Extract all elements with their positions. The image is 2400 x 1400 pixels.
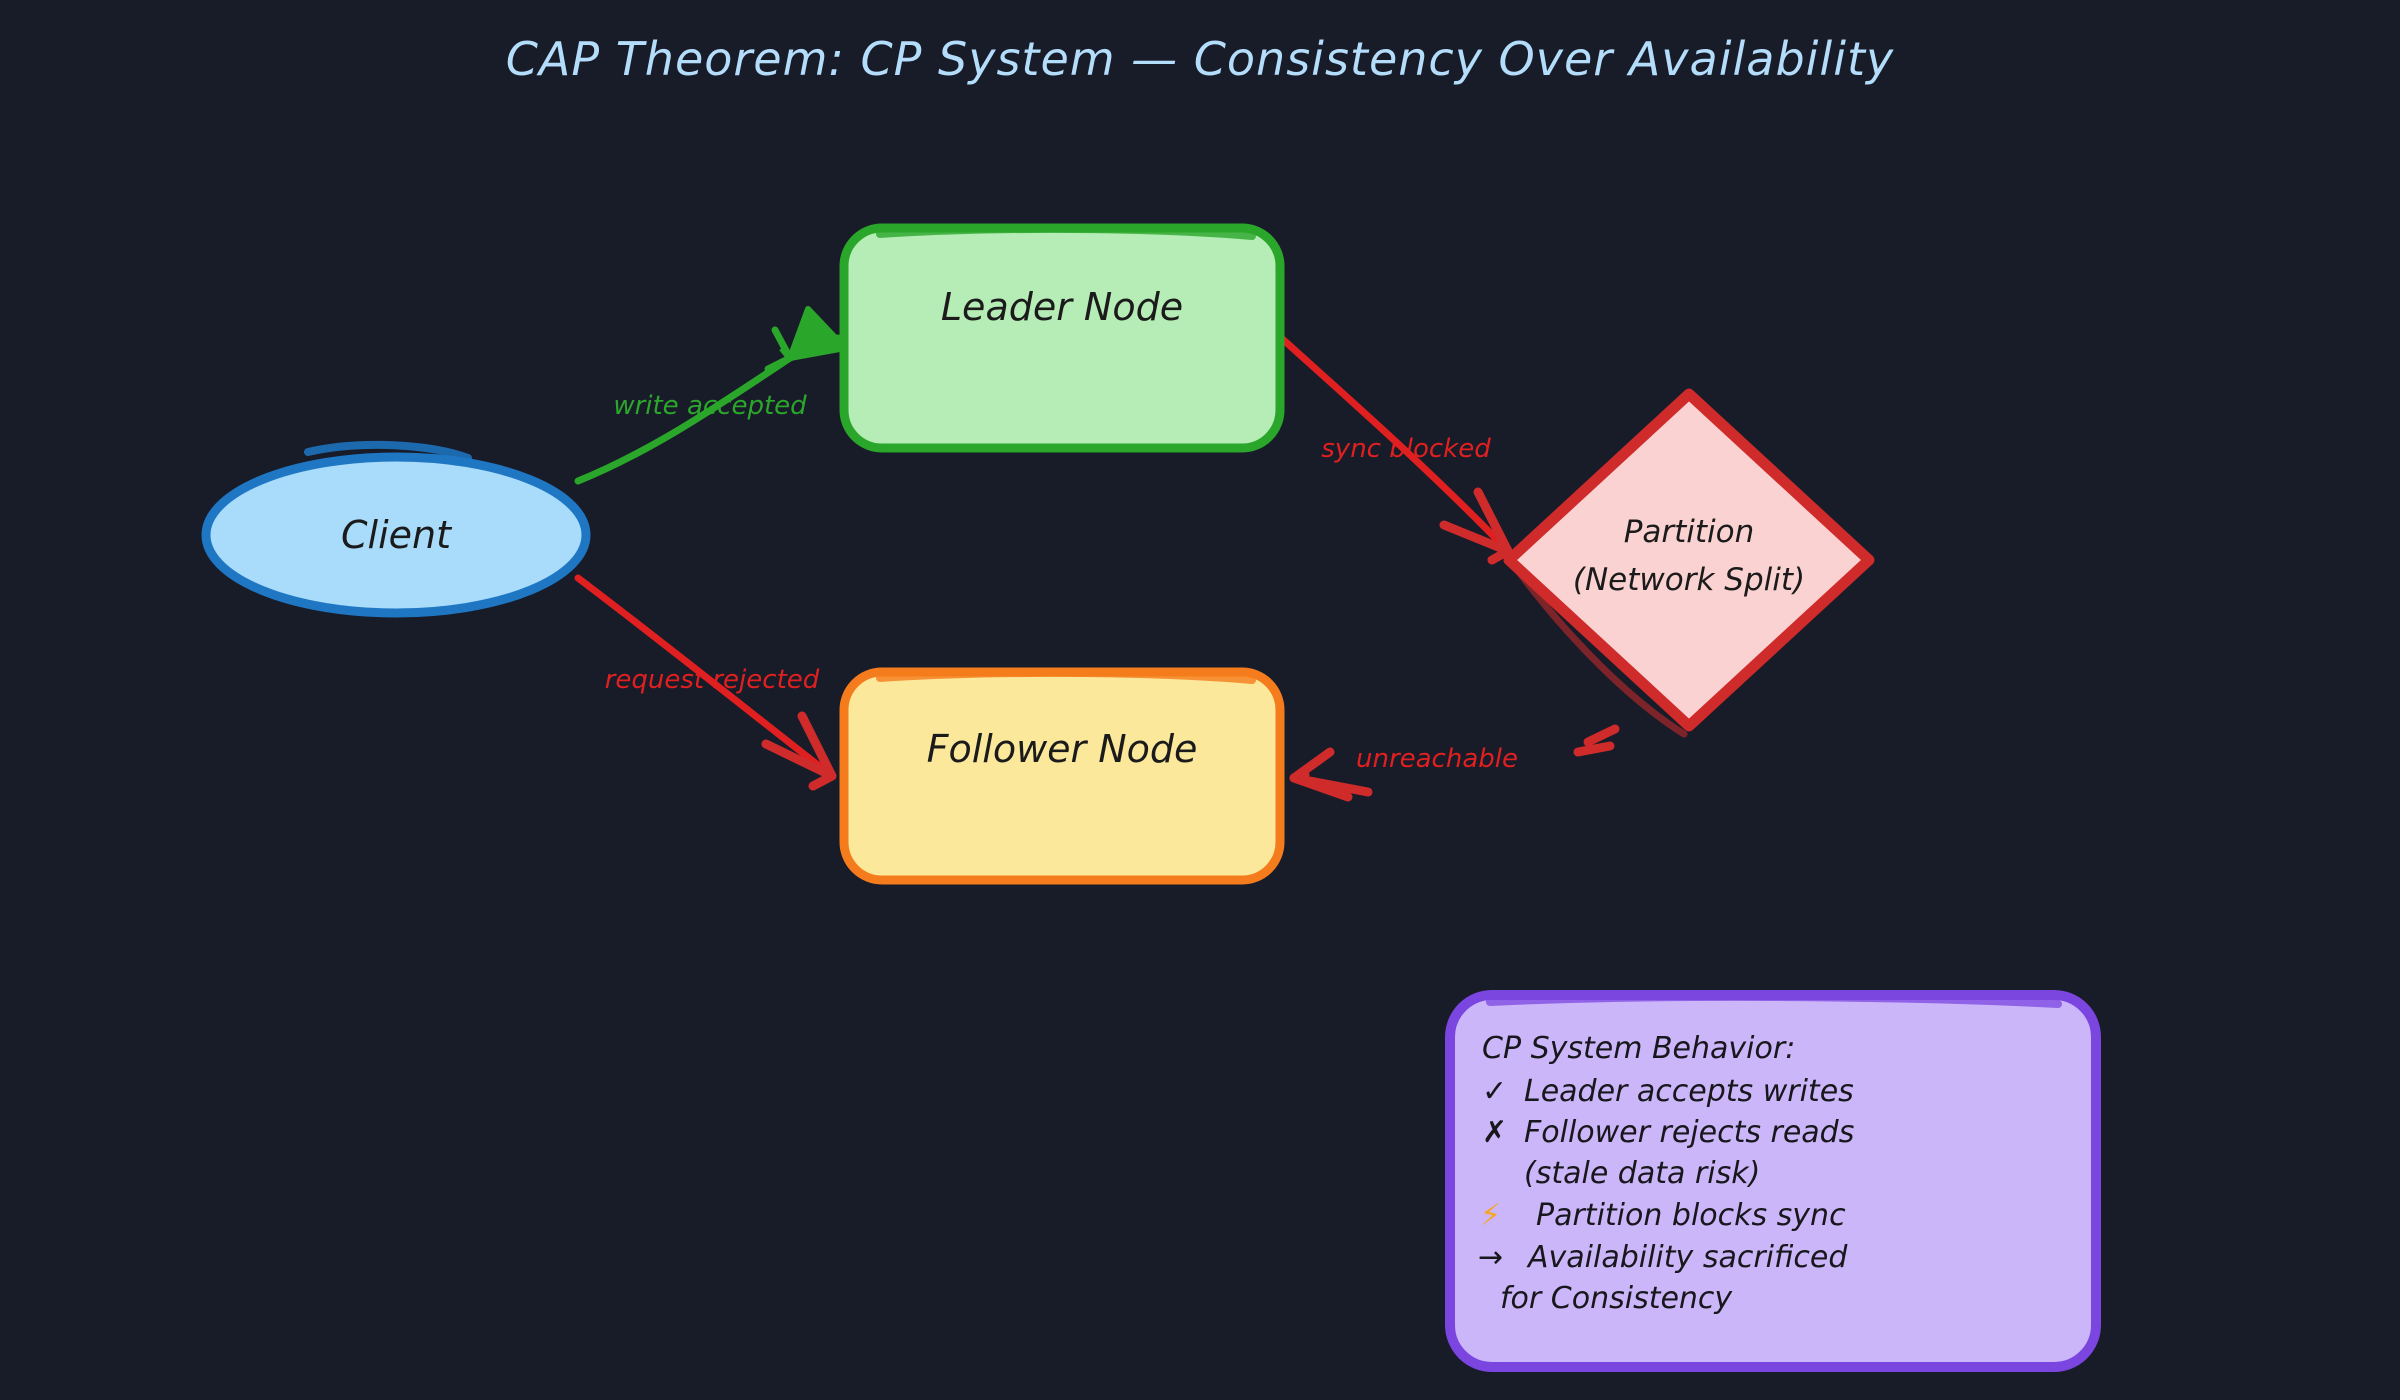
legend-marker-cross: ✗: [1482, 1115, 1507, 1150]
leader-shape: [839, 223, 1285, 453]
arrow-right-icon: →: [1478, 1240, 1503, 1275]
legend-item-availability-sacrificed: Availability sacrificed: [1526, 1240, 1848, 1275]
arrowhead-sync-blocked: [1439, 487, 1513, 565]
edge-line-request-rejected: [574, 574, 836, 780]
edge-partition-to-follower: unreachable: [1289, 724, 1620, 802]
client-shape: [201, 452, 591, 618]
edge-line-write-accepted: [574, 354, 794, 485]
node-partition[interactable]: Partition (Network Split): [1503, 388, 1875, 738]
edge-label-sync-blocked: sync blocked: [1321, 434, 1491, 464]
edge-dash-a-unreachable: [1583, 724, 1620, 747]
edge-label-request-rejected: request rejected: [605, 665, 820, 695]
legend-item-for-consistency: for Consistency: [1500, 1281, 1733, 1316]
partition-label-line2: (Network Split): [1573, 562, 1805, 598]
legend-item-leader-accepts-writes: Leader accepts writes: [1524, 1074, 1854, 1109]
edge-leader-to-partition: sync blocked: [1274, 331, 1513, 565]
edge-label-write-accepted: write accepted: [613, 391, 807, 421]
page-title: CAP Theorem: CP System — Consistency Ove…: [506, 32, 1895, 86]
edge-dash-b-unreachable: [1573, 741, 1615, 757]
client-label: Client: [341, 513, 453, 557]
bolt-icon: ⚡: [1480, 1198, 1501, 1233]
edge-client-to-leader: write accepted: [574, 306, 848, 485]
legend-box[interactable]: CP System Behavior: ✓ Leader accepts wri…: [1445, 990, 2101, 1372]
arrowhead-unreachable: [1289, 747, 1353, 802]
arrowhead-fill-write-accepted: [787, 306, 848, 361]
arrowhead-request-rejected: [761, 711, 837, 791]
legend-title: CP System Behavior:: [1482, 1031, 1795, 1066]
follower-shape: [839, 667, 1285, 885]
edge-line-sync-blocked: [1274, 331, 1512, 555]
node-client[interactable]: Client: [201, 440, 591, 618]
legend-sketch-stroke: [1486, 992, 2062, 1008]
leader-label: Leader Node: [941, 285, 1183, 329]
client-sketch-stroke: [304, 440, 472, 462]
follower-label: Follower Node: [927, 727, 1198, 771]
edge-label-unreachable: unreachable: [1356, 744, 1518, 774]
node-leader[interactable]: Leader Node: [839, 223, 1285, 453]
legend-item-follower-rejects-reads: Follower rejects reads: [1524, 1115, 1854, 1150]
partition-sketch-stroke: [1515, 568, 1688, 738]
leader-sketch-stroke: [876, 224, 1256, 240]
edge-client-to-follower: request rejected: [574, 574, 837, 791]
legend-item-partition-blocks-sync: Partition blocks sync: [1536, 1198, 1846, 1233]
partition-shape: [1503, 388, 1875, 732]
legend-item-stale-data-risk: (stale data risk): [1524, 1156, 1760, 1191]
follower-sketch-stroke: [876, 668, 1256, 684]
legend-marker-check: ✓: [1482, 1074, 1507, 1109]
node-follower[interactable]: Follower Node: [839, 667, 1285, 885]
partition-label-line1: Partition: [1624, 514, 1755, 550]
